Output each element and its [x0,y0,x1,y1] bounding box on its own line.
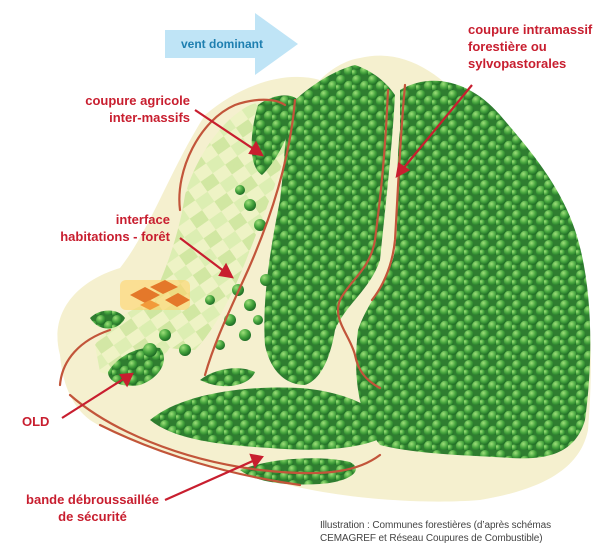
label-line: sylvopastorales [468,55,592,72]
caption-line: Illustration : Communes forestières (d’a… [320,519,551,532]
label-line: inter-massifs [60,109,190,126]
label-line: interface [20,211,170,228]
caption-line: CEMAGREF et Réseau Coupures de Combustib… [320,532,551,545]
label-line: coupure agricole [60,92,190,109]
label-interface: interface habitations - forêt [20,211,170,245]
label-old: OLD [22,413,49,430]
illustration-caption: Illustration : Communes forestières (d’a… [320,519,551,545]
label-line: habitations - forêt [20,228,170,245]
house-icon [120,280,190,310]
label-line: de sécurité [20,508,165,525]
label-line: coupure intramassif [468,21,592,38]
label-line: forestière ou [468,38,592,55]
label-bande-debroussaillee: bande débroussaillée de sécurité [20,491,165,525]
label-coupure-intramassif: coupure intramassif forestière ou sylvop… [468,21,592,72]
label-line: bande débroussaillée [20,491,165,508]
label-coupure-agricole: coupure agricole inter-massifs [60,92,190,126]
wind-label: vent dominant [181,37,263,51]
